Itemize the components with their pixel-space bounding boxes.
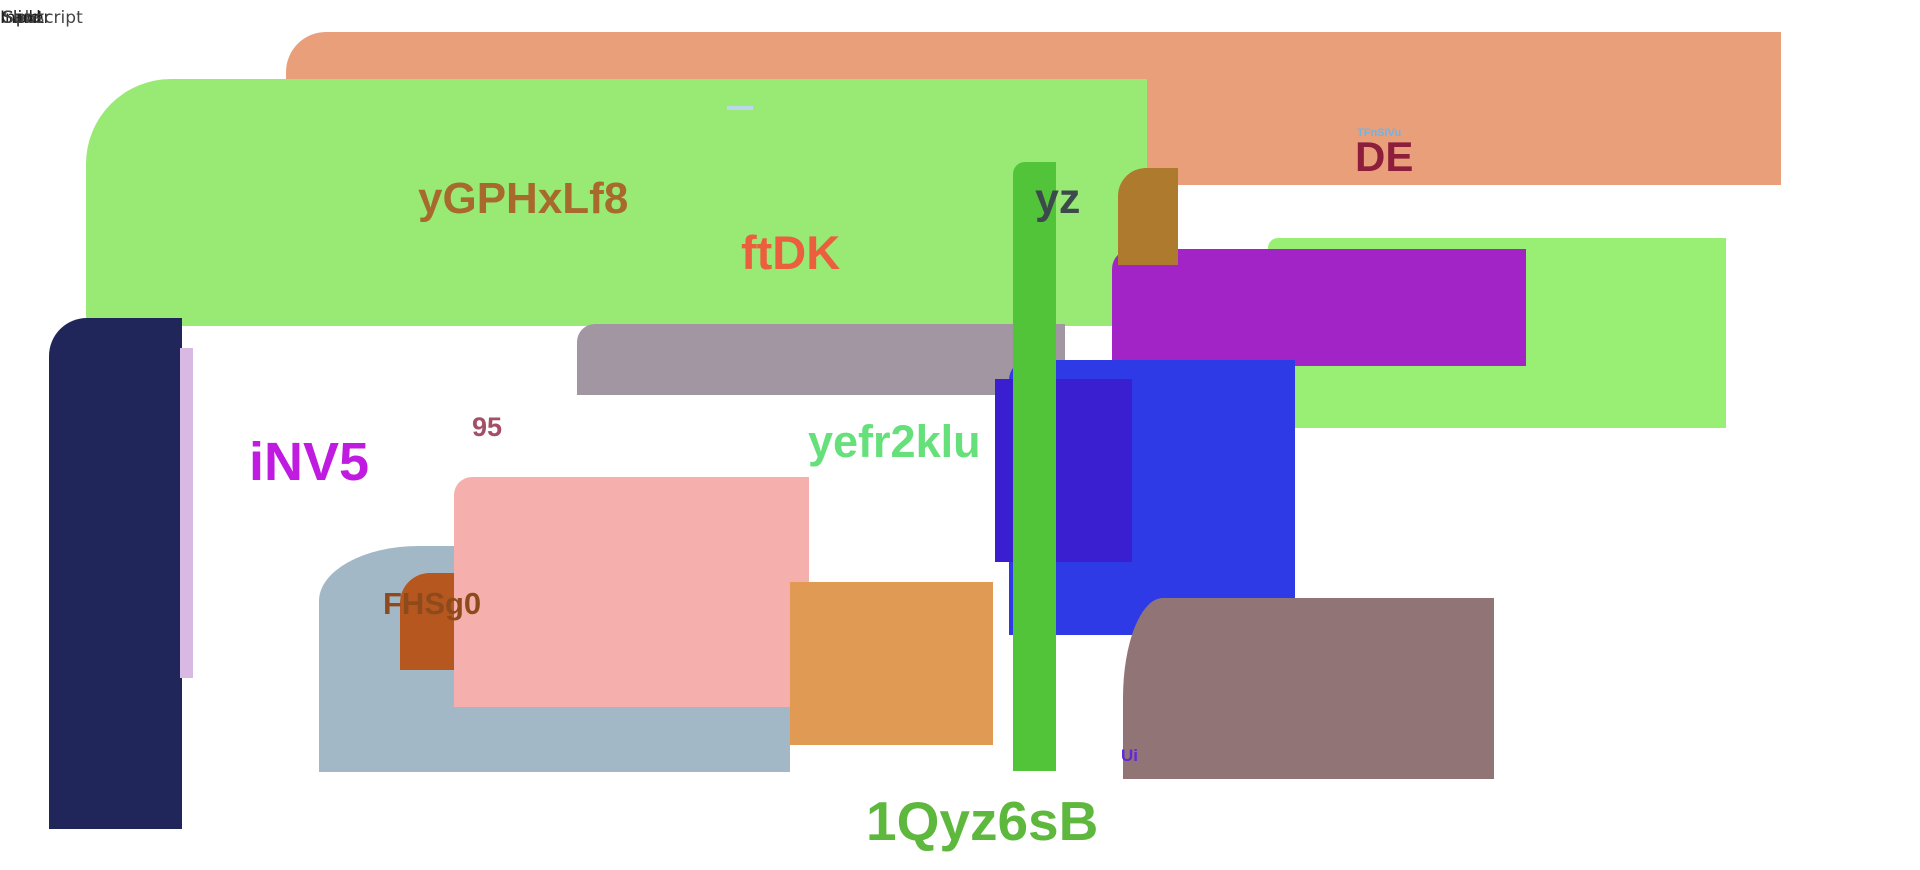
label-ftdk: ftDK [741, 226, 841, 279]
label-tfnsivu: TFnSIVu [1357, 127, 1402, 139]
green-panel [86, 79, 1147, 326]
label-de: DE [1355, 133, 1414, 180]
label-95: 95 [472, 412, 503, 442]
bronze-block [1118, 168, 1178, 265]
orange-block [790, 582, 993, 745]
label-yz: yz [1035, 175, 1081, 223]
label-1qyz6sb: 1Qyz6sB [866, 790, 1099, 852]
corner-label-slider: Slider [2, 8, 51, 28]
corner-label-input: Input [0, 8, 45, 28]
label-fhsg0: FHSg0 [383, 586, 482, 621]
pink-card [454, 477, 809, 707]
lilac-strip [180, 348, 193, 678]
label-yefr2klu: yefr2klu [808, 416, 981, 467]
corner-label-stack: Input Card Slider Subscript [0, 8, 90, 28]
mauve-block [577, 324, 1065, 395]
taupe-card [1123, 598, 1494, 779]
corner-label-card: Card [1, 8, 41, 28]
label-inv5: iNV5 [249, 432, 370, 492]
navy-sidebar [49, 318, 182, 829]
label-ygphxlf8: yGPHxLf8 [418, 174, 629, 223]
green-vertical-bar[interactable] [1013, 162, 1056, 771]
purple-block [1112, 249, 1526, 366]
rust-block [400, 573, 460, 670]
thin-line-divider [727, 106, 753, 110]
corner-label-subscript: Subscript [3, 8, 83, 28]
label-ui: Ui [1121, 746, 1138, 765]
